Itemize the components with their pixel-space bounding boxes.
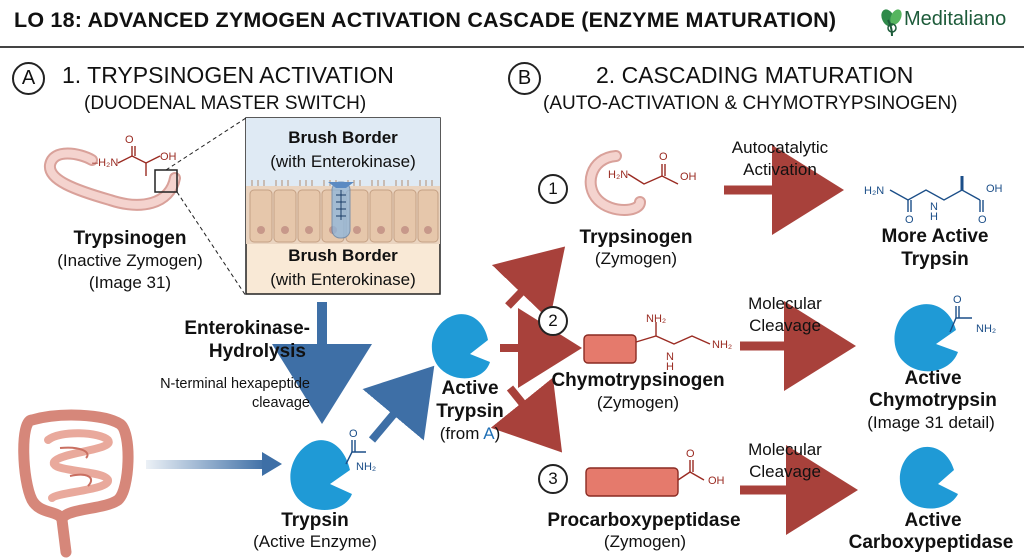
trypsinogen-image-ref: (Image 31)	[88, 273, 172, 292]
row1-trypsinogen-shape	[584, 150, 646, 216]
row2-zymogen-desc: (Zymogen)	[596, 393, 680, 412]
chem-a-oh: OH	[160, 151, 177, 163]
row3-arrow-label-1: Molecular	[748, 440, 822, 459]
section-a-subtitle: (DUODENAL MASTER SWITCH)	[84, 93, 367, 114]
active-carboxypeptidase-icon	[899, 446, 958, 509]
row2-product-2: Chymotrypsin	[869, 390, 997, 411]
branch-arrow-1	[491, 246, 566, 321]
row2-arrow-label-2: Cleavage	[749, 316, 821, 335]
chem-a-h2n: –H₂N	[92, 157, 118, 169]
row3-zymogen-label: Procarboxypeptidase	[547, 510, 741, 531]
active-trypsin-label-2: Trypsin	[436, 401, 504, 422]
row1-arrow-label-1: Autocatalytic	[731, 138, 829, 157]
section-b-badge: B	[508, 62, 541, 95]
section-b-subtitle: (AUTO-ACTIVATION & CHYMOTRYPSINOGEN)	[543, 93, 958, 114]
brush-border-panel	[245, 117, 441, 295]
leaf-logo-icon	[881, 9, 902, 37]
row2-number: 2	[538, 306, 568, 336]
row2-zymogen-shape	[583, 334, 637, 364]
chem-r2-nh2a: NH₂	[646, 313, 666, 325]
trypsin-label: Trypsin	[281, 510, 349, 531]
chem-p1-oh: OH	[986, 183, 1003, 195]
chem-r1-o: O	[659, 151, 668, 163]
chem-trypsin-o: O	[349, 428, 358, 440]
cleavage-note-2: cleavage	[251, 395, 310, 411]
chem-p1-nh: N	[930, 201, 938, 213]
enterokinase-label-2: Hydrolysis	[208, 341, 306, 362]
row2-zymogen-label: Chymotrypsinogen	[551, 370, 725, 391]
brush-border-top-sub: (with Enterokinase)	[270, 152, 416, 171]
row1-arrow-label-2: Activation	[743, 160, 817, 179]
chem-p1-o2: O	[978, 214, 987, 226]
enterokinase-label-1: Enterokinase-	[184, 318, 310, 339]
cleavage-note-1: N-terminal hexapeptide	[160, 376, 310, 392]
section-a-badge: A	[12, 62, 45, 95]
chem-p1-h: H	[930, 211, 938, 223]
activation-arrow	[362, 365, 435, 443]
row2-product-1: Active	[904, 368, 962, 389]
brush-border-bottom-sub: (with Enterokinase)	[270, 270, 416, 289]
chem-p2-nh2: NH₂	[976, 323, 996, 335]
trypsinogen-shape	[44, 147, 181, 211]
chem-r3-oh: OH	[708, 475, 725, 487]
chem-p1-h2n: H₂N	[864, 185, 884, 197]
active-trypsin-label-1: Active	[441, 378, 499, 399]
section-a-title: 1. TRYPSINOGEN ACTIVATION	[62, 62, 394, 88]
trypsin-desc: (Active Enzyme)	[253, 532, 377, 551]
page-title: LO 18: ADVANCED ZYMOGEN ACTIVATION CASCA…	[14, 8, 837, 32]
chem-r1-h2n: H₂N	[608, 169, 628, 181]
row1-number: 1	[538, 174, 568, 204]
chem-r1-oh: OH	[680, 171, 697, 183]
row1-product-structure	[889, 176, 984, 212]
trypsinogen-desc: (Inactive Zymogen)	[57, 251, 203, 270]
trypsinogen-label: Trypsinogen	[73, 228, 187, 249]
brand-logo	[878, 6, 906, 40]
row3-zymogen-desc: (Zymogen)	[603, 532, 687, 551]
active-chymotrypsin-icon	[894, 304, 958, 372]
brush-border-top-title: Brush Border	[288, 128, 398, 147]
chem-trypsin-nh2: NH₂	[356, 461, 376, 473]
brand-name: Meditaliano	[904, 8, 1007, 30]
row1-product-2: Trypsin	[901, 249, 969, 270]
intestine-icon	[18, 409, 134, 558]
row1-product-1: More Active	[881, 226, 989, 247]
row1-zymogen-label: Trypsinogen	[579, 227, 693, 248]
branch-arrow-3	[490, 377, 563, 453]
chem-r2-n: N	[666, 351, 674, 363]
row3-product-1: Active	[904, 510, 962, 531]
row2-arrow-label-1: Molecular	[748, 294, 822, 313]
section-b-title: 2. CASCADING MATURATION	[596, 62, 914, 88]
chem-a-o: O	[125, 134, 134, 146]
row2-product-3: (Image 31 detail)	[867, 413, 995, 432]
row3-number: 3	[538, 464, 568, 494]
chem-r2-h: H	[666, 361, 674, 373]
header-divider	[0, 46, 1024, 48]
row3-product-2: Carboxypeptidase	[848, 532, 1014, 553]
active-trypsin-from: (from A)	[439, 424, 501, 443]
row1-zymogen-desc: (Zymogen)	[594, 249, 678, 268]
intestine-arrow	[146, 460, 266, 469]
active-trypsin-icon	[431, 314, 490, 379]
row3-arrow-label-2: Cleavage	[749, 462, 821, 481]
chem-r2-nh2b: NH₂	[712, 339, 732, 351]
trypsin-enzyme-icon	[290, 440, 352, 511]
chem-p2-o: O	[953, 294, 962, 306]
brush-border-bottom-title: Brush Border	[288, 246, 398, 265]
chem-r3-o: O	[686, 448, 695, 460]
chem-p1-o: O	[905, 214, 914, 226]
row3-zymogen-shape	[585, 467, 679, 497]
